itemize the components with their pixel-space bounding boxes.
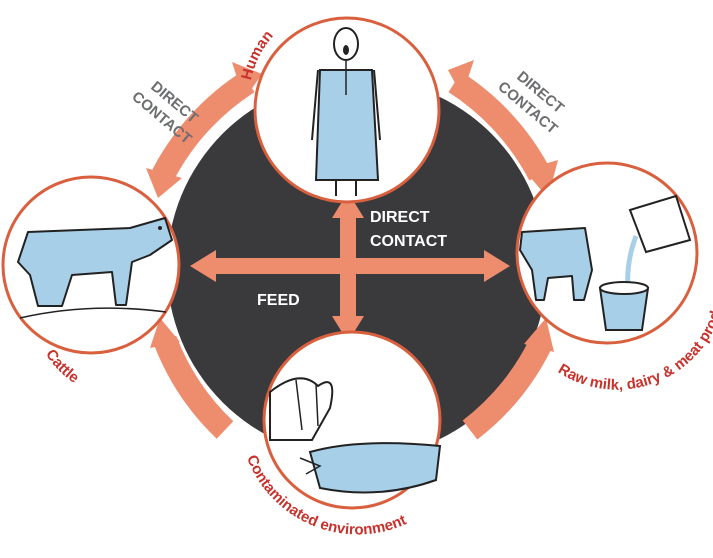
node-products: Raw milk, dairy & meat products <box>517 163 713 394</box>
center-feed-label: FEED <box>257 292 300 309</box>
center-direct-label: DIRECT <box>370 209 430 226</box>
node-cattle: Cattle <box>3 177 179 387</box>
cross-horizontal-bar <box>212 258 492 274</box>
center-contact-label: CONTACT <box>370 233 447 250</box>
